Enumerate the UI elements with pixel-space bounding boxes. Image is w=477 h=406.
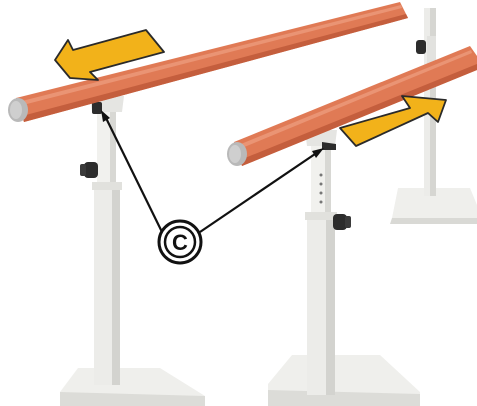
callout-label: C <box>172 230 188 255</box>
rear-left-post <box>416 40 426 54</box>
left-knob-icon <box>80 162 98 178</box>
left-clamp-icon <box>92 102 102 114</box>
callout-badge: C <box>159 221 201 263</box>
right-knob-icon <box>333 214 351 230</box>
